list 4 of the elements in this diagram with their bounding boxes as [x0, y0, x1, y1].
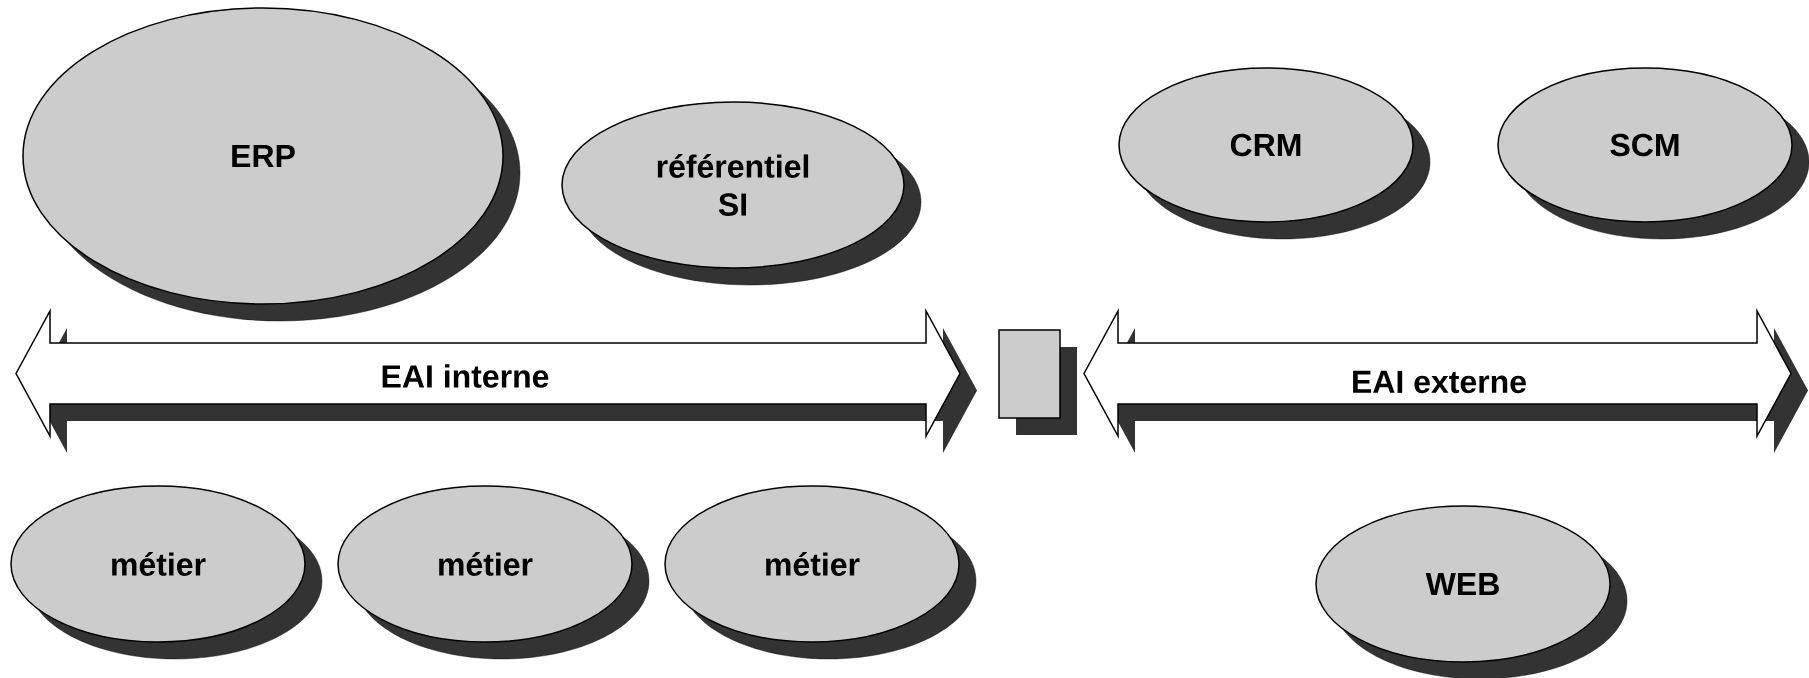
double-arrow-band: EAI externe — [1083, 308, 1808, 453]
double-arrow-band: EAI interne — [15, 308, 977, 453]
connector-box — [998, 329, 1077, 435]
node-label: EAI externe — [1353, 370, 1526, 394]
